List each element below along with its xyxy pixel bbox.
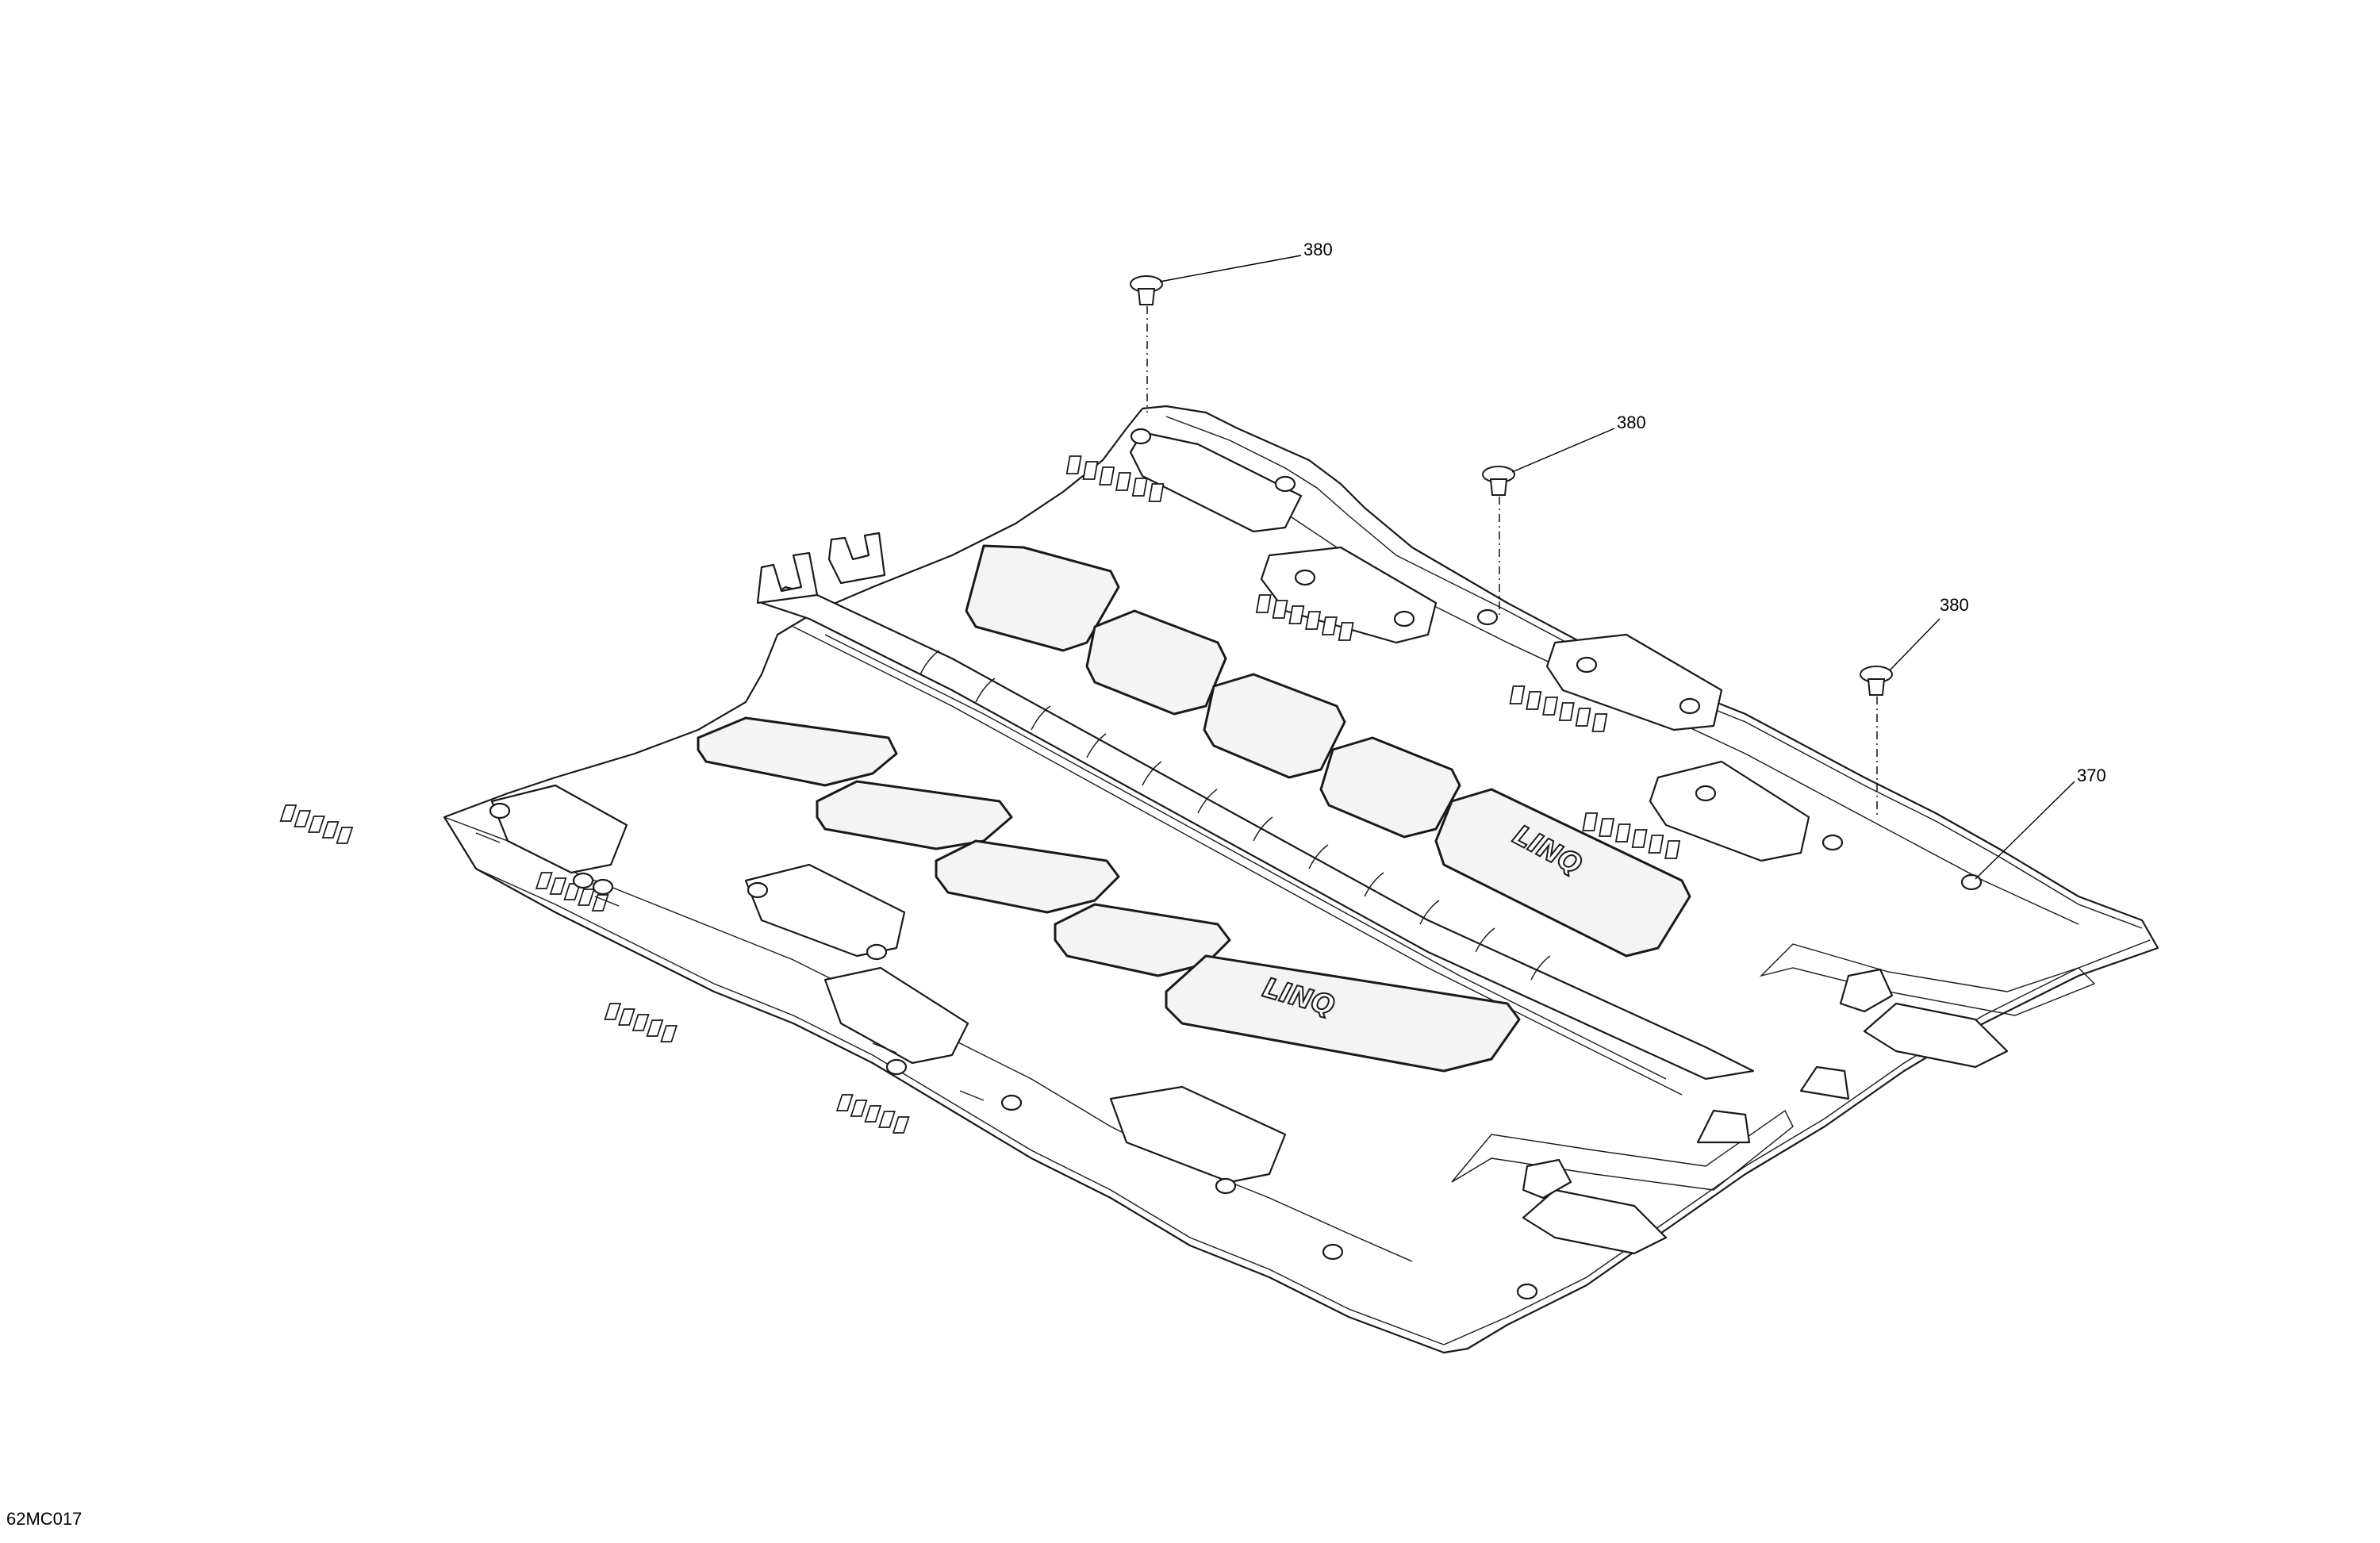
drawing-id: 62MC017 (6, 1509, 83, 1529)
leader-line-1 (1159, 255, 1302, 282)
front-vents (279, 804, 910, 1134)
front-edge-marks (475, 832, 985, 1101)
callout-label-380-b: 380 (1617, 413, 1646, 432)
spine-tab-right (827, 532, 886, 585)
callout-label-380-c: 380 (1940, 595, 1969, 615)
leader-line-2 (1511, 428, 1615, 473)
fastener-2 (1482, 466, 1515, 496)
spine-slots (919, 650, 1551, 981)
leader-line-4 (1975, 781, 2075, 880)
front-brackets (490, 784, 1287, 1184)
rear-vents (1065, 455, 1681, 859)
foot-pads-front (697, 716, 1521, 1073)
spine-tab-left (756, 551, 819, 605)
rear-right-features (1451, 943, 2096, 1255)
leader-line-3 (1889, 618, 1940, 671)
callout-label-380-a: 380 (1303, 240, 1333, 259)
floorboard-panel: LINQ LINQ (279, 405, 2159, 1354)
callout-label-370: 370 (2077, 766, 2106, 785)
mounting-holes (489, 428, 1983, 1300)
fastener-1 (1130, 275, 1163, 305)
fastener-3 (1860, 666, 1893, 696)
foot-pads-rear (965, 544, 1691, 958)
